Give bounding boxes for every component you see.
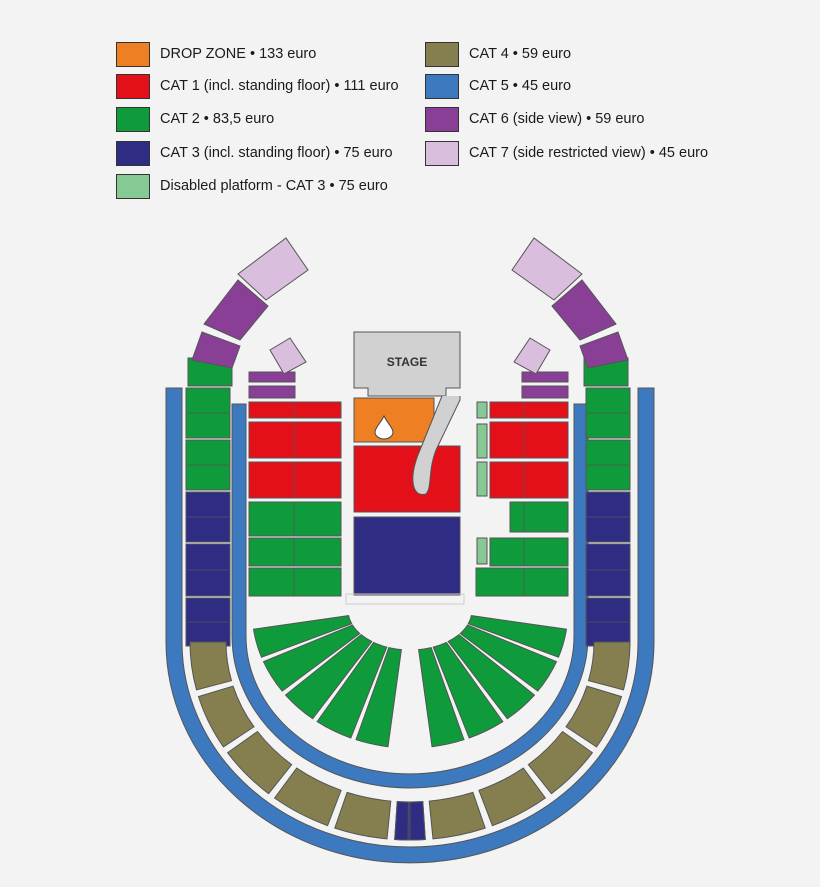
upper-left-cat6-1[interactable]: [203, 279, 269, 341]
inner-right-block-5[interactable]: [489, 537, 569, 567]
bowl-cat3-right[interactable]: [394, 801, 409, 841]
inner-right-block-4[interactable]: [509, 501, 569, 533]
disabled-platform-4[interactable]: [476, 537, 488, 565]
catwalk: [412, 395, 461, 495]
legend-label-cat2: CAT 2 • 83,5 euro: [160, 111, 275, 127]
disabled-platform-1[interactable]: [476, 401, 488, 419]
legend-swatch-drop-zone: [116, 41, 150, 67]
legend-item-disabled-platform: Disabled platform - CAT 3 • 75 euro: [116, 173, 388, 199]
stage-label: STAGE: [387, 355, 427, 369]
bowl-section-8[interactable]: [273, 767, 342, 827]
lower-cat2-fan-1[interactable]: [467, 615, 568, 658]
lower-cat2-fan-8[interactable]: [284, 633, 373, 720]
inner-left-block-4[interactable]: [248, 501, 342, 537]
legend-swatch-cat5: [425, 73, 459, 99]
stage: STAGE: [353, 331, 461, 397]
bowl-section-2[interactable]: [565, 685, 623, 748]
inner-left-block-5[interactable]: [248, 537, 342, 567]
legend-label-cat4: CAT 4 • 59 euro: [469, 46, 572, 62]
water-drop-icon: [374, 414, 394, 440]
legend-item-cat7: CAT 7 (side restricted view) • 45 euro: [425, 140, 708, 166]
legend-item-cat5: CAT 5 • 45 euro: [425, 73, 571, 99]
inner-right-cat6-strip[interactable]: [521, 371, 569, 383]
price-legend: DROP ZONE • 133 euro CAT 1 (incl. standi…: [0, 0, 820, 210]
legend-swatch-cat1: [116, 73, 150, 99]
inner-left-cat6-strip-2[interactable]: [248, 385, 296, 399]
inner-right-block-6[interactable]: [475, 567, 569, 597]
bowl-cat3-left[interactable]: [409, 801, 426, 841]
inner-right-block-1[interactable]: [489, 401, 569, 419]
legend-label-cat1: CAT 1 (incl. standing floor) • 111 euro: [160, 78, 399, 94]
legend-label-drop-zone: DROP ZONE • 133 euro: [160, 46, 317, 62]
upper-left-cat7[interactable]: [237, 237, 309, 301]
legend-item-cat2: CAT 2 • 83,5 euro: [116, 106, 274, 132]
upper-right-cat7[interactable]: [511, 237, 583, 301]
bowl-section-11[interactable]: [189, 641, 233, 691]
drop-zone-floor[interactable]: [353, 397, 435, 443]
inner-left-cat6-strip[interactable]: [248, 371, 296, 383]
disabled-platform-3[interactable]: [476, 461, 488, 497]
floor-rail: [345, 593, 465, 605]
legend-item-cat1: CAT 1 (incl. standing floor) • 111 euro: [116, 73, 399, 99]
legend-label-cat7: CAT 7 (side restricted view) • 45 euro: [469, 145, 709, 161]
bowl-section-3[interactable]: [527, 730, 594, 795]
bowl-section-5[interactable]: [428, 791, 486, 840]
disabled-platform-2[interactable]: [476, 423, 488, 459]
legend-swatch-cat2: [116, 106, 150, 132]
legend-item-cat4: CAT 4 • 59 euro: [425, 41, 571, 67]
inner-right-block-3[interactable]: [489, 461, 569, 499]
legend-label-cat3: CAT 3 (incl. standing floor) • 75 euro: [160, 145, 393, 161]
bowl-section-7[interactable]: [334, 791, 392, 840]
lower-cat2-fan-3[interactable]: [447, 633, 536, 720]
upper-right-cat6-1[interactable]: [551, 279, 617, 341]
inner-right-block-2[interactable]: [489, 421, 569, 459]
cat1-standing-floor[interactable]: [353, 445, 461, 513]
legend-label-cat6: CAT 6 (side view) • 59 euro: [469, 111, 645, 127]
inner-right-cat7-box[interactable]: [513, 337, 551, 375]
legend-swatch-cat3: [116, 140, 150, 166]
disabled-platforms: [476, 401, 488, 565]
legend-item-cat3: CAT 3 (incl. standing floor) • 75 euro: [116, 140, 393, 166]
lower-cat2-fan-5[interactable]: [418, 647, 465, 748]
legend-label-disabled-platform: Disabled platform - CAT 3 • 75 euro: [160, 178, 388, 194]
inner-left-block-3[interactable]: [248, 461, 342, 499]
lower-cat2-fan-7[interactable]: [316, 641, 388, 739]
lower-cat2-fan-4[interactable]: [432, 641, 504, 739]
upper-left-cat6-2[interactable]: [191, 331, 241, 369]
legend-swatch-cat6: [425, 106, 459, 132]
legend-swatch-disabled-platform: [116, 173, 150, 199]
seat-sections-layer: [185, 237, 631, 841]
lower-cat2-fan-6[interactable]: [355, 647, 402, 748]
legend-swatch-cat7: [425, 140, 459, 166]
legend-swatch-cat4: [425, 41, 459, 67]
cat3-standing-floor[interactable]: [353, 516, 461, 596]
inner-right-cat6-strip-2[interactable]: [521, 385, 569, 399]
legend-item-drop-zone: DROP ZONE • 133 euro: [116, 41, 316, 67]
upper-right-cat6-2[interactable]: [579, 331, 629, 369]
legend-label-cat5: CAT 5 • 45 euro: [469, 78, 572, 94]
lower-cat2-fan-2[interactable]: [459, 624, 558, 692]
cat5-outer-band[interactable]: [165, 387, 655, 864]
bowl-section-9[interactable]: [226, 730, 293, 795]
lower-cat2-fan-10[interactable]: [252, 615, 353, 658]
inner-left-block-1[interactable]: [248, 401, 342, 419]
inner-left-block-2[interactable]: [248, 421, 342, 459]
bowl-section-10[interactable]: [197, 685, 255, 748]
bowl-section-1[interactable]: [587, 641, 631, 691]
inner-left-cat7-box[interactable]: [269, 337, 307, 375]
lower-cat2-fan-9[interactable]: [262, 624, 361, 692]
inner-left-block-6[interactable]: [248, 567, 342, 597]
bowl-section-4[interactable]: [478, 767, 547, 827]
legend-item-cat6: CAT 6 (side view) • 59 euro: [425, 106, 644, 132]
